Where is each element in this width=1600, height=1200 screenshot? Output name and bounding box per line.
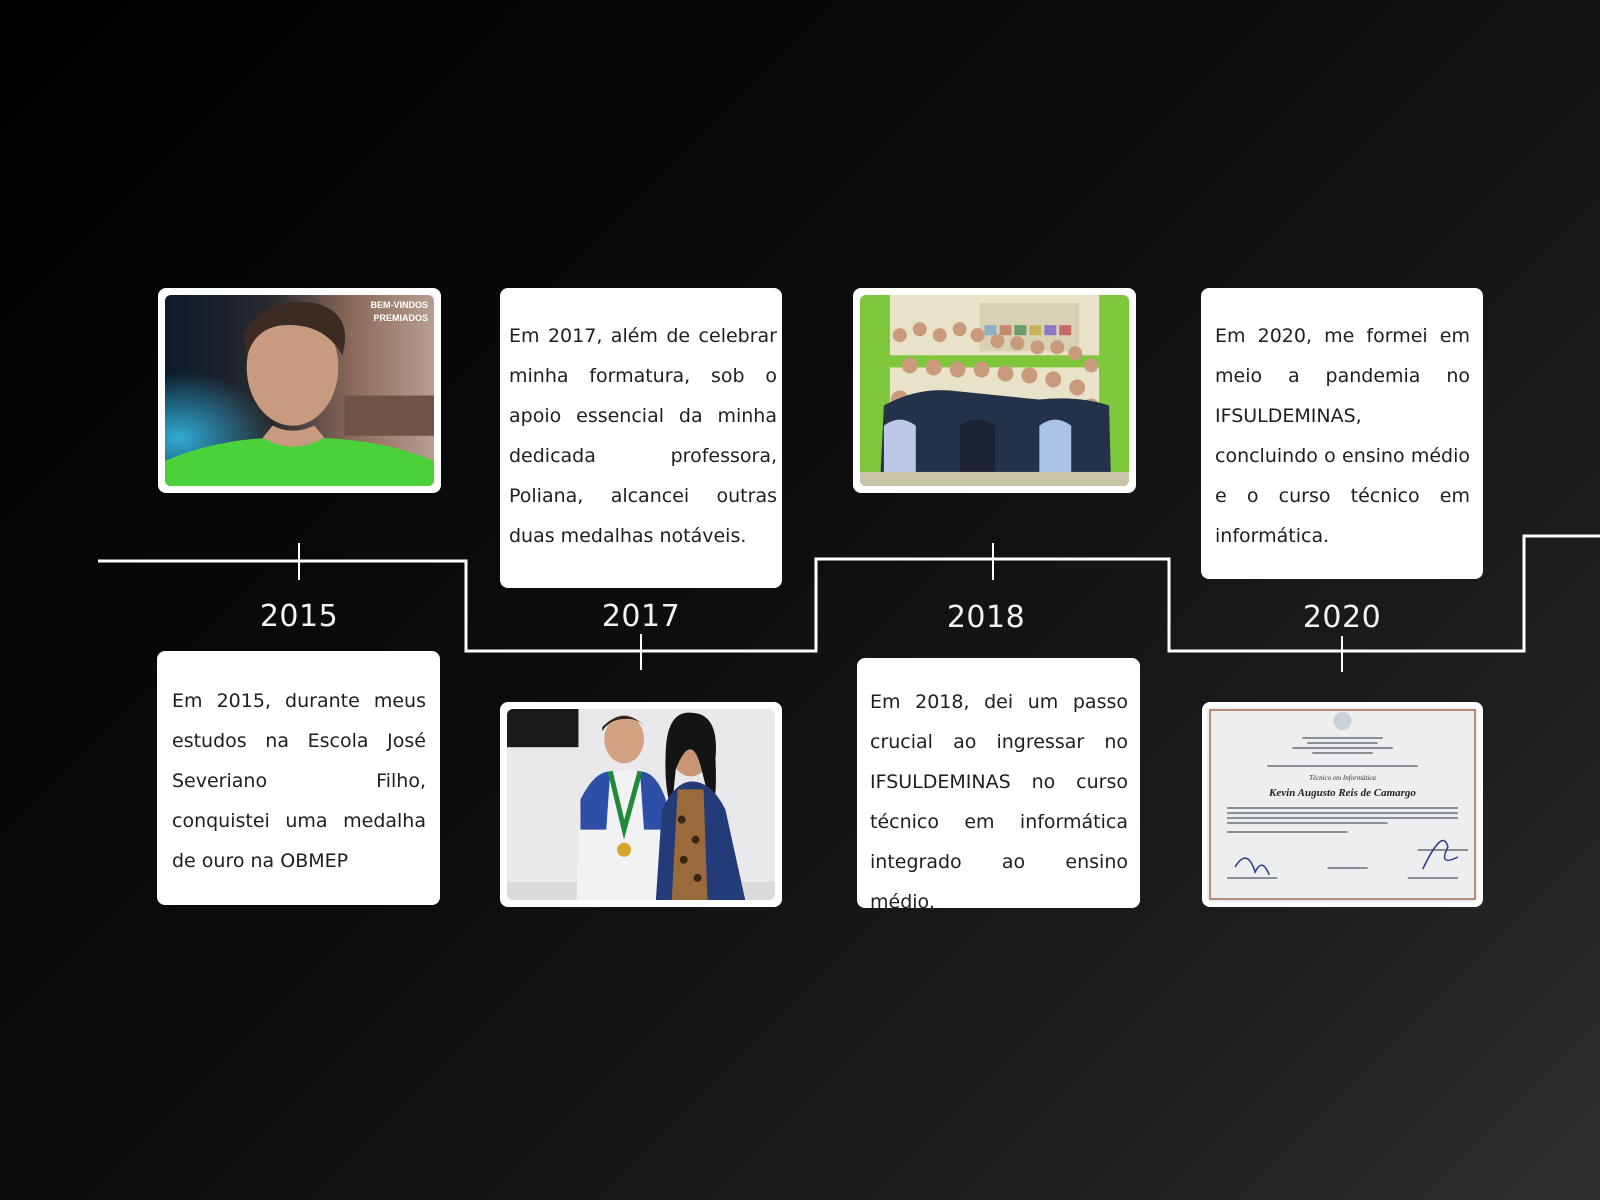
diploma-course: Técnico em Informática [1309,774,1376,782]
card-text-2015: Em 2015, durante meus estudos na Escola … [172,690,426,872]
diploma-name: Kevin Augusto Reis de Camargo [1269,787,1416,799]
card-text-2017: Em 2017, além de celebrar minha formatur… [509,325,777,547]
photo-card-2018 [853,288,1136,493]
photo-card-2015: BEM-VINDOS PREMIADOS [158,288,441,493]
banner-line2: PREMIADOS [373,313,428,323]
text-card-2017: Em 2017, além de celebrar minha formatur… [500,288,782,588]
photo-card-2020: Técnico em Informática Kevin Augusto Rei… [1202,702,1483,907]
photo-2015: BEM-VINDOS PREMIADOS [165,295,434,486]
photo-card-2017 [500,702,782,907]
year-label-2015: 2015 [259,599,339,634]
card-text-2020: Em 2020, me formei em meio a pandemia no… [1215,325,1470,547]
text-card-2018: Em 2018, dei um passo crucial ao ingress… [857,658,1140,908]
photo-2017 [507,709,775,900]
card-text-2018: Em 2018, dei um passo crucial ao ingress… [870,691,1128,908]
text-card-2015: Em 2015, durante meus estudos na Escola … [157,651,440,905]
year-label-2018: 2018 [946,600,1026,635]
text-card-2020: Em 2020, me formei em meio a pandemia no… [1201,288,1483,579]
photo-2020: Técnico em Informática Kevin Augusto Rei… [1207,707,1478,902]
year-label-2017: 2017 [601,599,681,634]
banner-line1: BEM-VINDOS [370,300,428,310]
photo-2018 [860,295,1129,486]
year-label-2020: 2020 [1302,600,1382,635]
